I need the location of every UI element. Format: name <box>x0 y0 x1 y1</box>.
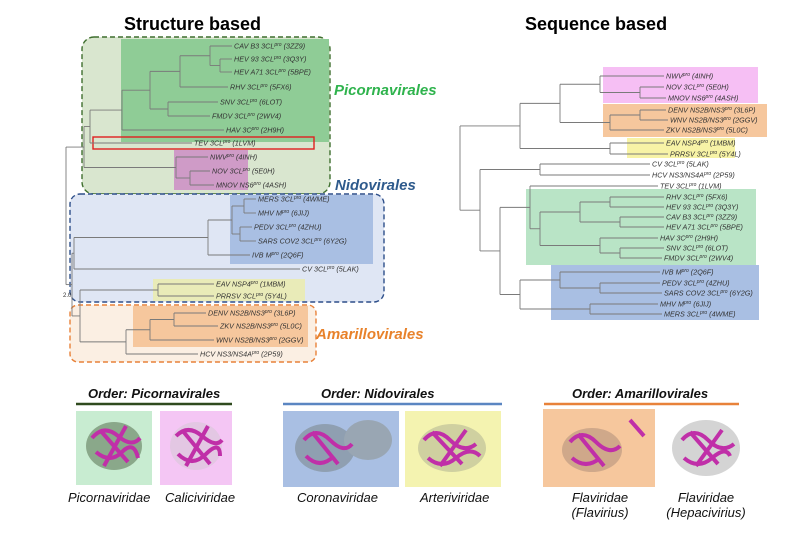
sequence-leaf-label: TEV 3CLpro (1LVM) <box>660 182 722 191</box>
family-picornaviridae: Picornaviridae <box>68 490 150 505</box>
family-coronaviridae: Coronaviridae <box>297 490 378 505</box>
structure-leaf-label: PEDV 3CLpro (4ZHU) <box>254 223 322 232</box>
structure-tree-labels: CAV B3 3CLpro (3ZZ9) HEV 93 3CLpro (3Q3Y)… <box>194 42 359 359</box>
family-flaviridae-flavirius: Flaviridae(Flavirius) <box>571 490 628 520</box>
family-caliciviridae: Caliciviridae <box>165 490 235 505</box>
caliciviridae-structure-image <box>160 411 232 485</box>
structure-leaf-label: HCV NS3/NS4Apro (2P59) <box>200 350 283 359</box>
family-name-line: Flaviridae <box>572 490 628 505</box>
structure-tree <box>65 45 300 355</box>
sequence-tree <box>459 75 668 315</box>
sequence-leaf-label: CAV B3 3CLpro (3ZZ9) <box>666 213 737 222</box>
structure-leaf-label: TEV 3CLpro (1LVM) <box>194 139 256 148</box>
sequence-title: Sequence based <box>525 14 667 34</box>
legend-heading-amarillovirales: Order: Amarillovirales <box>572 386 708 401</box>
sequence-leaf-label: HEV A71 3CLpro (5BPE) <box>666 223 743 232</box>
structure-leaf-label: CAV B3 3CLpro (3ZZ9) <box>234 42 305 51</box>
structure-title: Structure based <box>124 14 261 34</box>
scale-label: 2.0 <box>63 293 72 299</box>
sequence-leaf-label: SNV 3CLpro (6LOT) <box>666 244 728 253</box>
structure-leaf-label: PRRSV 3CLpro (5Y4L) <box>216 292 287 301</box>
sequence-leaf-label: CV 3CLpro (5LAK) <box>652 160 709 169</box>
structure-leaf-label: MHV Mpro (6JIJ) <box>258 209 309 218</box>
amarillovirales-label: Amarillovirales <box>315 326 424 343</box>
picornaviridae-structure-image <box>76 411 152 485</box>
sequence-leaf-label: SARS COV2 3CLpro (6Y2G) <box>664 289 753 298</box>
coronaviridae-band <box>230 195 373 264</box>
structure-leaf-label: ZKV NS2B/NS3pro (5L0C) <box>219 322 302 331</box>
structure-leaf-label: NOV 3CLpro (5E0H) <box>212 167 275 176</box>
sequence-leaf-label: FMDV 3CLpro (2WV4) <box>664 254 733 263</box>
sequence-leaf-label: HEV 93 3CLpro (3Q3Y) <box>666 203 738 212</box>
structure-leaf-label: SARS COV2 3CLpro (6Y2G) <box>258 237 347 246</box>
family-name-line: (Hepacivirius) <box>666 505 745 520</box>
structure-leaf-label: MNOV NS6pro (4ASH) <box>216 181 286 190</box>
seq-coronaviridae-band <box>551 265 759 320</box>
flaviridae-hepacivirius-structure-image <box>672 420 740 476</box>
sequence-leaf-label: WNV NS2B/NS3pro (2GGV) <box>670 116 758 125</box>
seq-caliciviridae-band <box>603 67 758 103</box>
seq-flaviridae-band <box>603 104 767 137</box>
sequence-leaf-label: NOV 3CLpro (5E0H) <box>666 83 729 92</box>
family-flaviridae-hepacivirius: Flaviridae(Hepacivirius) <box>666 490 745 520</box>
sequence-leaf-label: RHV 3CLpro (5FX6) <box>666 193 728 202</box>
sequence-leaf-label: MHV Mpro (6JIJ) <box>660 300 711 309</box>
sequence-leaf-label: PEDV 3CLpro (4ZHU) <box>662 279 730 288</box>
sequence-leaf-label: DENV NS2B/NS3pro (3L6P) <box>668 106 756 115</box>
structure-leaf-label: FMDV 3CLpro (2WV4) <box>212 112 281 121</box>
sequence-leaf-label: PRRSV 3CLpro (5Y4L) <box>670 150 741 159</box>
arteriviridae-structure-image <box>405 411 501 487</box>
sequence-leaf-label: MERS 3CLpro (4WME) <box>664 310 736 319</box>
sequence-leaf-label: EAV NSP4pro (1MBM) <box>666 139 736 148</box>
structure-leaf-label: CV 3CLpro (5LAK) <box>302 265 359 274</box>
family-arteriviridae: Arteriviridae <box>419 490 489 505</box>
structure-leaf-label: IVB Mpro (2Q6F) <box>252 251 304 260</box>
sequence-leaf-label: NWVpro (4INH) <box>666 72 713 81</box>
arteriviridae-band <box>153 279 305 301</box>
structure-leaf-label: SNV 3CLpro (6LOT) <box>220 98 282 107</box>
family-name-line: Flaviridae <box>678 490 734 505</box>
family-name-line: (Flavirius) <box>571 505 628 520</box>
structure-leaf-label: WNV NS2B/NS3pro (2GGV) <box>216 336 304 345</box>
sequence-leaf-label: MNOV NS6pro (4ASH) <box>668 94 738 103</box>
picornavirales-label: Picornavirales <box>334 82 437 99</box>
sequence-leaf-label: HAV 3Cpro (2H9H) <box>660 234 718 243</box>
sequence-leaf-label: ZKV NS2B/NS3pro (5L0C) <box>665 126 748 135</box>
structure-leaf-label: HAV 3Cpro (2H9H) <box>226 126 284 135</box>
structure-leaf-label: DENV NS2B/NS3pro (3L6P) <box>208 309 296 318</box>
flaviridae-flavirius-structure-image <box>543 409 655 487</box>
sequence-tree-labels: NWVpro (4INH) NOV 3CLpro (5E0H) MNOV NS6pr… <box>652 72 758 319</box>
legend-heading-picornavirales: Order: Picornavirales <box>88 386 220 401</box>
structure-leaf-label: MERS 3CLpro (4WME) <box>258 195 330 204</box>
coronaviridae-structure-image <box>283 411 399 487</box>
nidovirales-label: Nidovirales <box>335 177 416 194</box>
sequence-leaf-label: HCV NS3/NS4Apro (2P59) <box>652 171 735 180</box>
picornaviridae-band <box>121 39 329 142</box>
sequence-leaf-label: IVB Mpro (2Q6F) <box>662 268 714 277</box>
structure-leaf-label: HEV 93 3CLpro (3Q3Y) <box>234 55 306 64</box>
structure-leaf-label: RHV 3CLpro (5FX6) <box>230 83 292 92</box>
legend-heading-nidovirales: Order: Nidovirales <box>321 386 434 401</box>
structure-leaf-label: EAV NSP4pro (1MBM) <box>216 280 286 289</box>
structure-leaf-label: HEV A71 3CLpro (5BPE) <box>234 68 311 77</box>
structure-leaf-label: NWVpro (4INH) <box>210 153 257 162</box>
